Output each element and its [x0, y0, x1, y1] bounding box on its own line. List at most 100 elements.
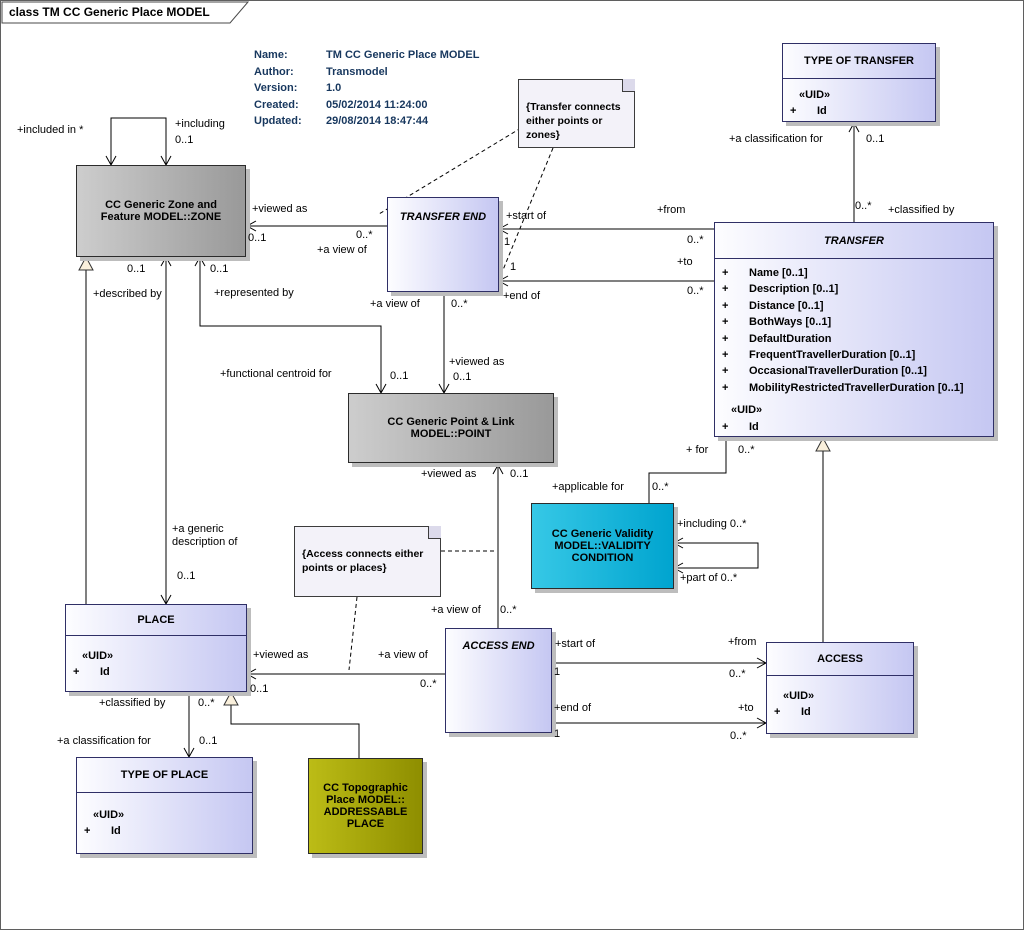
class-transfer-end[interactable]: TRANSFER END [387, 197, 499, 292]
class-title: TRANSFER END [399, 211, 487, 223]
meta-value: 1.0 [326, 82, 342, 94]
edge-label: 0..* [652, 481, 669, 493]
edge-label: +to [677, 256, 693, 268]
meta-label: Updated: [254, 115, 302, 127]
edge-label: 1 [504, 236, 511, 248]
stereotype-uid: «UID» [731, 404, 763, 417]
attribute: Name [0..1] [749, 267, 808, 279]
gen-triangle [78, 255, 94, 271]
edge-label: +a view of [317, 244, 367, 256]
visibility-plus: + [84, 825, 91, 838]
meta-label: Name: [254, 49, 288, 61]
visibility-plus: + [722, 365, 729, 378]
arrow-open [245, 668, 257, 680]
attribute: OccasionalTravellerDuration [0..1] [749, 365, 927, 378]
edge-label: +start of [506, 210, 547, 222]
attribute-id: Id [111, 825, 121, 838]
edge-label: +viewed as [421, 468, 477, 480]
meta-value: Transmodel [326, 65, 388, 78]
visibility-plus: + [722, 349, 729, 362]
arrow-open [160, 255, 172, 267]
edge-label: +included in * [17, 124, 84, 136]
arrow-open [848, 121, 860, 133]
visibility-plus: + [722, 267, 729, 279]
frame-tab [1, 1, 250, 24]
meta-row: Author: Transmodel [254, 64, 479, 81]
edge-label: +a view of [431, 604, 481, 616]
edge-label: +a classification for [57, 735, 151, 747]
class-validity-condition[interactable]: CC Generic Validity MODEL::VALIDITY COND… [531, 503, 674, 589]
attribute: MobilityRestrictedTravellerDuration [0..… [749, 381, 964, 394]
edge-label: 1 [554, 666, 561, 678]
edge-label: +a generic description of [172, 523, 238, 548]
edge-label: + for [686, 444, 709, 456]
visibility-plus: + [722, 381, 729, 394]
attribute: DefaultDuration [749, 332, 832, 345]
class-type-of-transfer[interactable]: TYPE OF TRANSFER «UID» +Id [782, 43, 936, 122]
edge-label: 1 [554, 728, 561, 740]
class-title: CC Generic Point & Link MODEL::POINT [387, 416, 515, 440]
note-transfer-connects[interactable]: {Transfer connects either points or zone… [518, 79, 635, 148]
arrow-open [245, 220, 257, 232]
class-zone[interactable]: CC Generic Zone and Feature MODEL::ZONE [76, 165, 246, 257]
attribute: Description [0..1] [749, 283, 839, 296]
edge-label: 0..* [198, 697, 215, 709]
visibility-plus: + [73, 666, 80, 679]
edge-label: +viewed as [253, 649, 309, 661]
edge-label: 0..* [687, 285, 704, 297]
stereotype-uid: «UID» [783, 690, 815, 702]
meta-row: Created:05/02/2014 11:24:00 [254, 97, 479, 114]
edge-label: 0..* [855, 200, 872, 212]
edge-label: +from [728, 636, 757, 648]
class-point[interactable]: CC Generic Point & Link MODEL::POINT [348, 393, 554, 463]
stereotype-uid: «UID» [93, 809, 125, 821]
edge-label: +end of [554, 702, 592, 714]
class-type-of-place[interactable]: TYPE OF PLACE «UID» +Id [76, 757, 253, 854]
edge-label: +start of [555, 638, 596, 650]
edge-label: 0..1 [175, 134, 194, 146]
meta-value: TM CC Generic Place MODEL [326, 49, 480, 61]
edge-label: 0..1 [510, 468, 529, 480]
arrow-open [194, 255, 206, 267]
notelink-access-1 [348, 596, 358, 671]
edge-label: +applicable for [552, 481, 624, 493]
attribute-id: Id [817, 105, 827, 118]
class-access[interactable]: ACCESS «UID» +Id [766, 642, 914, 734]
arrow-open [497, 223, 509, 235]
stereotype-uid: «UID» [799, 89, 831, 101]
visibility-plus: + [722, 332, 729, 345]
note-access-connects[interactable]: {Access connects either points or places… [294, 526, 441, 597]
class-title: PLACE [66, 605, 246, 636]
assoc-transfer-validity [648, 437, 727, 503]
edge-label: 0..* [730, 730, 747, 742]
meta-label: Author: [254, 65, 294, 78]
class-place[interactable]: PLACE «UID» +Id [65, 604, 247, 692]
arrow-open [492, 463, 504, 475]
edge-label: 0..* [687, 234, 704, 246]
class-title: CC Topographic Place MODEL:: ADDRESSABLE… [323, 782, 408, 830]
edge-label: 0..* [738, 444, 755, 456]
attribute: FrequentTravellerDuration [0..1] [749, 349, 916, 362]
class-transfer[interactable]: TRANSFER +Name [0..1] +Description [0..1… [714, 222, 994, 437]
class-access-end[interactable]: ACCESS END [445, 628, 552, 733]
meta-value: 05/02/2014 11:24:00 [326, 98, 428, 111]
edge-label: 1 [510, 261, 517, 273]
edge-label: 0..1 [250, 683, 269, 695]
class-title: ACCESS [767, 643, 913, 676]
edge-label: +viewed as [449, 356, 505, 368]
attribute-id: Id [801, 706, 811, 719]
visibility-plus: + [722, 316, 729, 329]
edge-label: 0..* [729, 668, 746, 680]
gen-triangle [223, 690, 239, 706]
note-text: {Transfer connects either points or zone… [526, 101, 621, 141]
edge-label: 0..1 [866, 133, 885, 145]
visibility-plus: + [722, 299, 729, 312]
edge-label: 0..1 [127, 263, 146, 275]
edge-label: +classified by [888, 204, 955, 216]
edge-label: +including [175, 118, 225, 130]
gen-triangle [815, 436, 831, 452]
edge-label: +functional centroid for [220, 368, 332, 380]
class-addressable-place[interactable]: CC Topographic Place MODEL:: ADDRESSABLE… [308, 758, 423, 854]
